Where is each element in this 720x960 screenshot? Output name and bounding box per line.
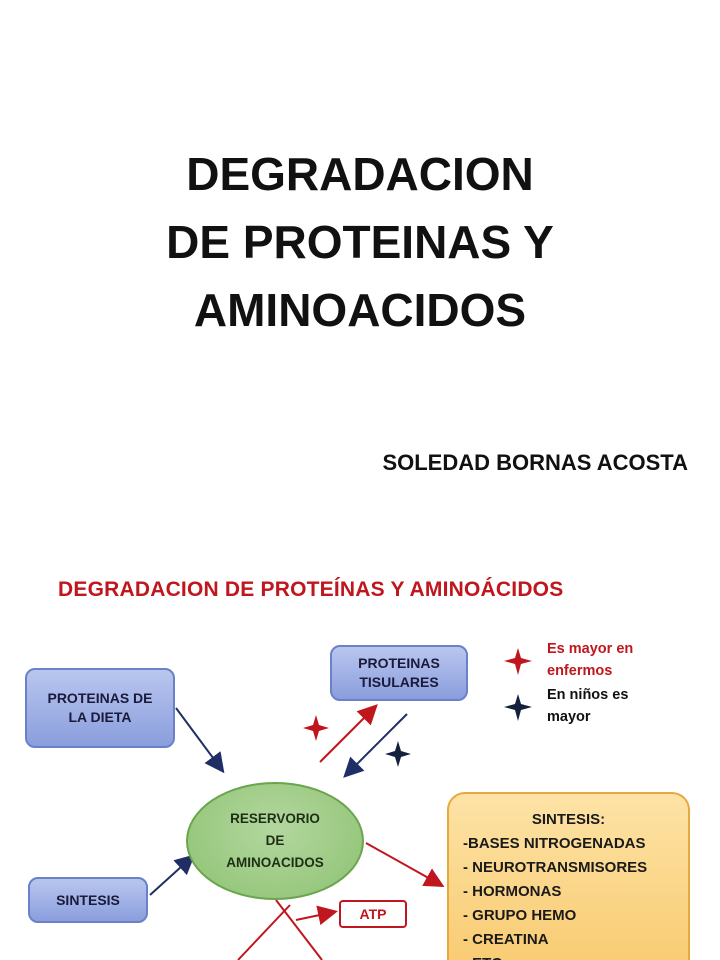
reservorio-ellipse: RESERVORIO DE AMINOACIDOS [186, 782, 364, 900]
sintesis-left-box: SINTESIS [28, 877, 148, 923]
arrow-sintesis-to-reservorio [149, 854, 195, 896]
dark-star-icon [385, 741, 411, 767]
arrow-reservorio-down-2 [237, 904, 291, 960]
proteinas-dieta-box: PROTEINAS DE LA DIETA [25, 668, 175, 748]
legend-red-line-2: enfermos [547, 663, 613, 679]
legend-red-line-1: Es mayor en [547, 641, 634, 657]
sintesis-heading: SINTESIS: [531, 811, 606, 828]
reservorio-line-3: AMINOACIDOS [226, 855, 324, 870]
sintesis-products-box: SINTESIS: -BASES NITROGENADAS - NEUROTRA… [447, 792, 690, 960]
arrow-dieta-to-reservorio [175, 707, 225, 774]
sintesis-item: - CREATINA [463, 931, 549, 948]
main-title-line-1: DEGRADACION [186, 148, 534, 200]
main-title-line-2: DE PROTEINAS Y [166, 216, 554, 268]
legend-red-star-icon [504, 648, 532, 675]
proteinas-tisulares-line-1: PROTEINAS [358, 655, 440, 671]
reservorio-line-1: RESERVORIO [230, 811, 320, 826]
legend-dark-line-1: En niños es [547, 687, 629, 703]
proteinas-dieta-line-2: LA DIETA [68, 709, 132, 725]
arrow-reservorio-to-sintesis-box [365, 842, 445, 887]
sintesis-left-label: SINTESIS [56, 891, 120, 908]
legend-dark-star-icon [504, 694, 532, 721]
arrow-reservorio-to-tisulares [319, 704, 378, 763]
sintesis-item: - NEUROTRANSMISORES [463, 859, 648, 876]
sintesis-item: -BASES NITROGENADAS [463, 835, 646, 852]
atp-box: ATP [339, 900, 407, 928]
diagram-slide: DEGRADACION DE PROTEÍNAS Y AMINOÁCIDOS [0, 550, 720, 960]
arrow-tisulares-to-reservorio [343, 713, 408, 778]
legend-dark-line-2: mayor [547, 709, 591, 725]
arrows-layer [149, 648, 532, 960]
red-star-icon [303, 715, 329, 741]
proteinas-tisulares-box: PROTEINAS TISULARES [330, 645, 468, 701]
sintesis-item: - ETC... [461, 952, 676, 960]
sintesis-item: - GRUPO HEMO [463, 907, 577, 924]
legend-dark-text: En niños es mayor [547, 684, 628, 728]
diagram-title: DEGRADACION DE PROTEÍNAS Y AMINOÁCIDOS [58, 578, 564, 601]
main-title: DEGRADACION DE PROTEINAS Y AMINOACIDOS [0, 140, 720, 344]
legend-red-text: Es mayor en enfermos [547, 638, 633, 682]
author-name: SOLEDAD BORNAS ACOSTA [382, 450, 688, 475]
main-title-line-3: AMINOACIDOS [193, 284, 527, 336]
reservorio-line-2: DE [265, 833, 285, 848]
title-slide: DEGRADACION DE PROTEINAS Y AMINOACIDOS S… [0, 140, 720, 475]
arrow-reservorio-down-1 [275, 899, 323, 960]
proteinas-dieta-line-1: PROTEINAS DE [47, 690, 153, 706]
arrow-to-atp [295, 905, 338, 926]
proteinas-tisulares-line-2: TISULARES [359, 674, 439, 690]
sintesis-item: - HORMONAS [463, 883, 562, 900]
